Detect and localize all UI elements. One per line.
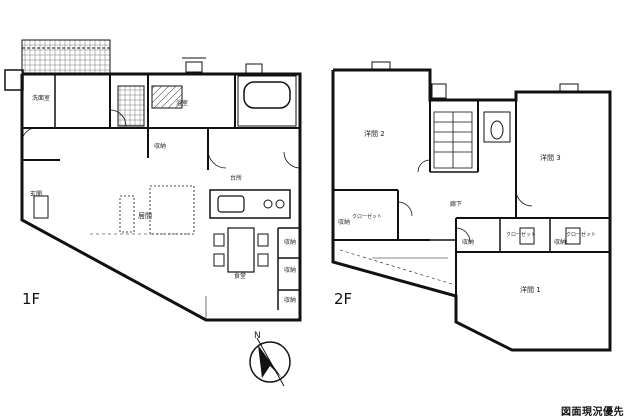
label-2f-storage-b: 収納 (462, 238, 474, 246)
compass-north-label: N (254, 331, 261, 341)
label-western-1: 洋間 1 (520, 285, 541, 294)
label-hall: 廊下 (450, 200, 462, 208)
bathtub-icon (243, 81, 291, 109)
toilet-icon (490, 120, 504, 140)
label-entrance: 玄関 (30, 190, 42, 198)
label-2f-storage-a: 収納 (338, 218, 350, 226)
label-western-3: 洋間 3 (540, 153, 561, 162)
label-closet-a: クローゼット (352, 213, 382, 220)
first-floor-outer-wall (20, 72, 302, 322)
label-dining: 食堂 (234, 272, 246, 280)
label-bath-area: 浴室 (176, 99, 188, 107)
stairs-icon (433, 111, 473, 169)
floor-tag-2f: 2F (334, 290, 353, 308)
sink-icon (217, 195, 245, 213)
kitchen-counter (209, 189, 291, 219)
dining-table-icon (227, 227, 255, 273)
second-floor-plan (331, 61, 612, 352)
label-2f-storage-c: 収納 (554, 238, 566, 246)
label-1f-storage-a: 収納 (154, 142, 166, 150)
label-kitchen: 台所 (230, 174, 242, 182)
second-floor-outer-wall (331, 68, 612, 352)
plan-priority-note: 図面現況優先 (561, 407, 624, 418)
first-floor-plan (4, 39, 302, 322)
label-closet-b: クローゼット (506, 231, 536, 238)
label-living: 居間 (138, 212, 152, 220)
floor-tag-1f: 1F (22, 290, 41, 308)
label-1f-storage-d: 収納 (284, 296, 296, 304)
first-floor-deck (21, 39, 111, 75)
label-1f-storage-c: 収納 (284, 266, 296, 274)
north-compass-icon (249, 337, 291, 387)
label-washroom: 洗面室 (32, 94, 50, 102)
label-western-2: 洋間 2 (364, 129, 385, 138)
label-1f-storage-b: 収納 (284, 238, 296, 246)
label-closet-c: クローゼット (566, 231, 596, 238)
